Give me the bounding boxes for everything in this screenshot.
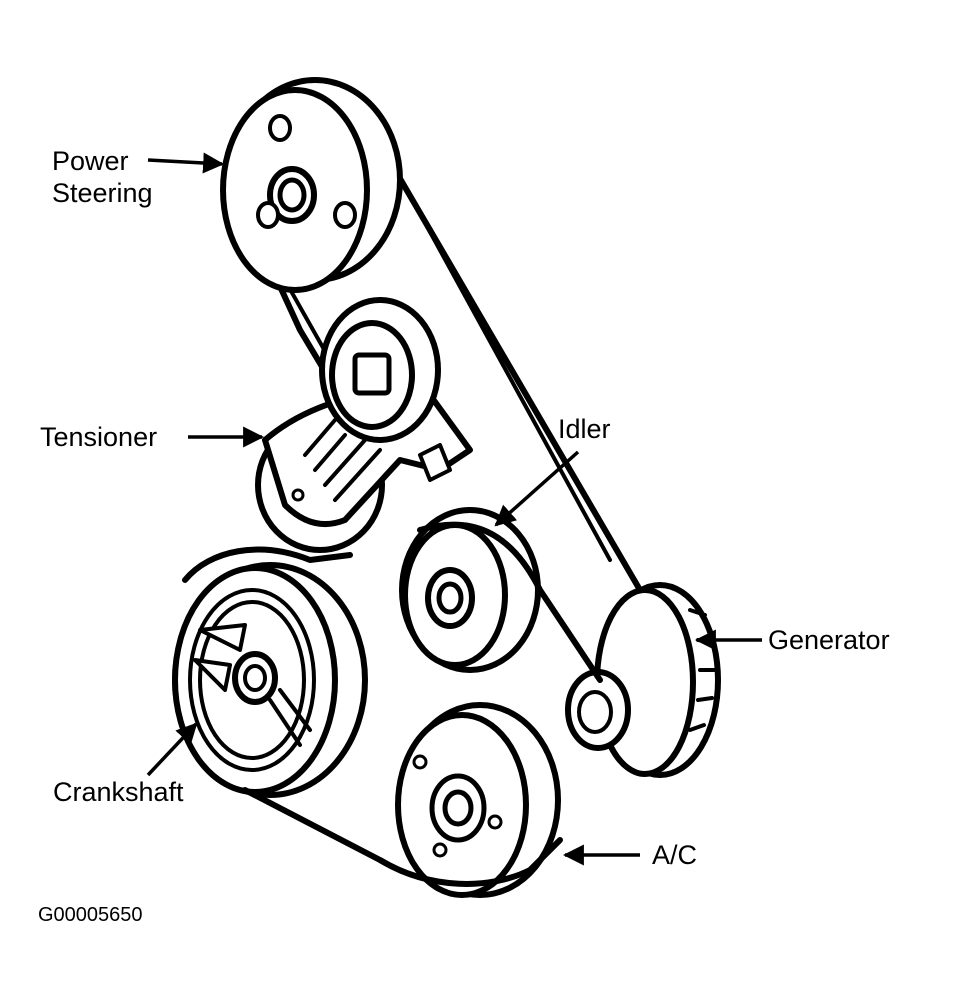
arrow-power-steering bbox=[147, 152, 225, 174]
power-steering-pulley bbox=[220, 77, 403, 293]
label-power-steering-line2: Steering bbox=[52, 178, 153, 208]
label-power-steering-line1: Power bbox=[52, 146, 129, 176]
label-generator: Generator bbox=[768, 625, 890, 655]
arrow-crankshaft bbox=[146, 722, 198, 777]
idler-pulley bbox=[399, 507, 541, 673]
arrow-idler bbox=[494, 450, 580, 527]
generator-pulley bbox=[565, 582, 721, 778]
figure-code: G00005650 bbox=[38, 904, 143, 926]
label-crankshaft: Crankshaft bbox=[53, 777, 184, 807]
label-idler: Idler bbox=[558, 414, 611, 444]
label-tensioner: Tensioner bbox=[40, 422, 158, 452]
tensioner-assembly bbox=[255, 297, 473, 553]
ac-compressor-pulley bbox=[395, 702, 561, 898]
belt-lower-run bbox=[242, 787, 563, 887]
crankshaft-pulley bbox=[172, 562, 368, 798]
belt-idler-run bbox=[417, 521, 603, 683]
label-ac: A/C bbox=[652, 840, 698, 870]
belt-right-run-inner bbox=[383, 148, 612, 562]
belt-crank-top bbox=[182, 546, 353, 583]
